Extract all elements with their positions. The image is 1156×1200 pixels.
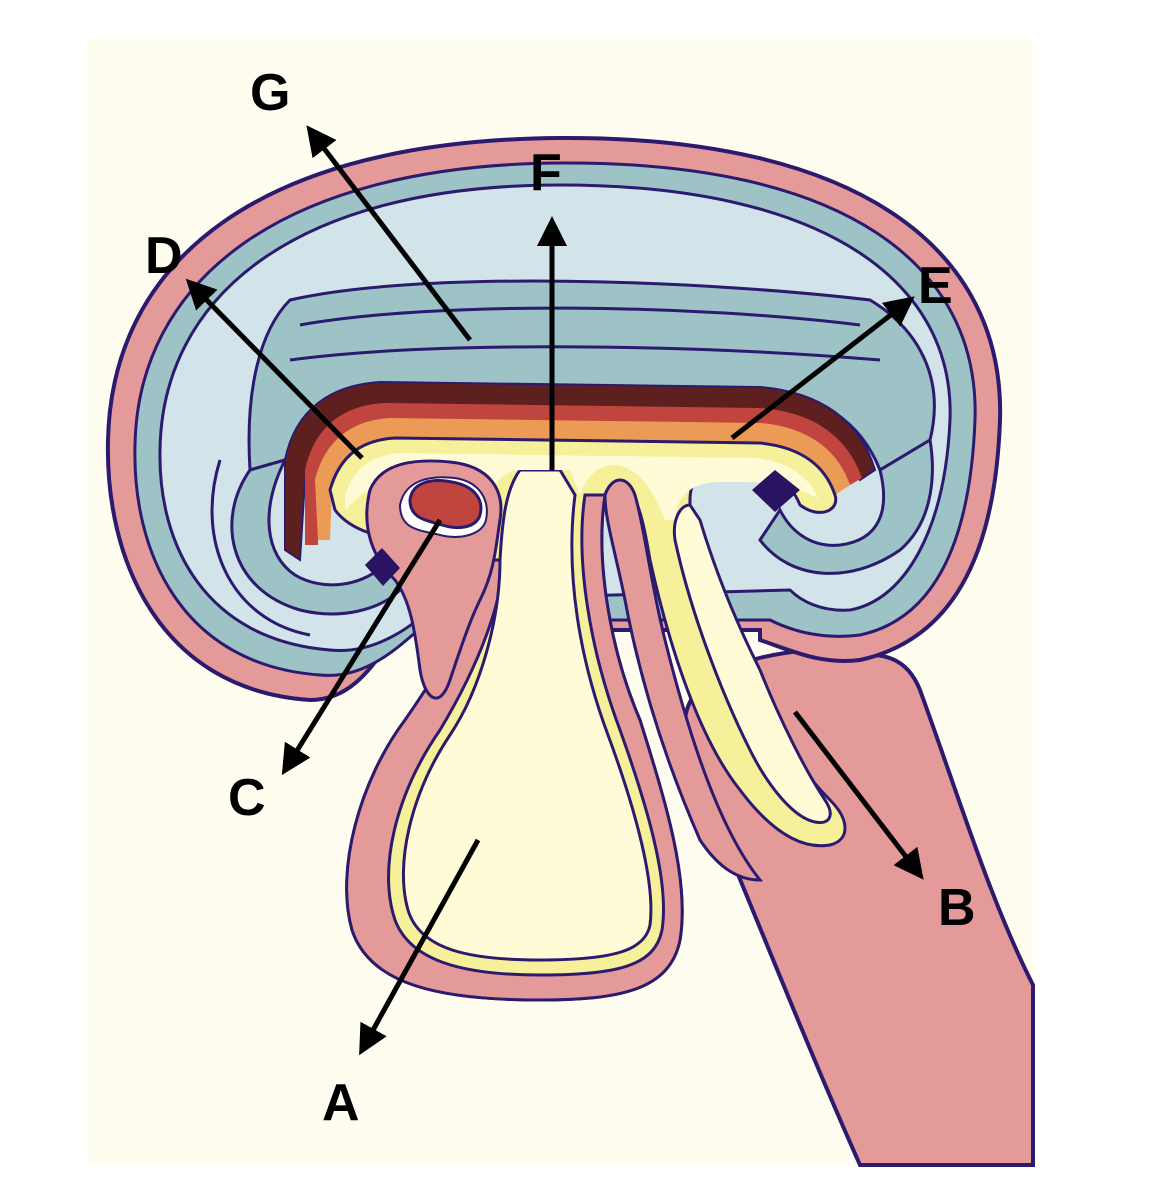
label-g: G (250, 64, 290, 122)
label-f: F (530, 144, 562, 202)
amnion-left-curl-line (210, 459, 311, 637)
right-embryo-block (752, 470, 800, 512)
arrow-a (359, 838, 481, 1056)
label-d: D (145, 227, 183, 285)
yolk-sac-cavity (401, 468, 653, 962)
label-b: B (938, 879, 976, 937)
arrow-c (281, 518, 443, 776)
heart (408, 479, 483, 529)
allantois (672, 503, 832, 825)
amnion-right-curl (758, 437, 934, 575)
amnion-band-line-2 (289, 345, 881, 362)
label-c: C (228, 769, 266, 827)
yolk-sac-wall (345, 493, 684, 1002)
arrow-e (730, 296, 915, 440)
arrow-g (306, 125, 472, 342)
arrow-b (793, 710, 924, 880)
amnion-band-line-1 (299, 306, 861, 327)
mesoderm-red-band (305, 403, 862, 545)
label-e: E (918, 257, 953, 315)
arrow-d (185, 278, 364, 460)
left-embryo-block (365, 548, 400, 586)
gut-septum (603, 478, 764, 882)
label-a: A (322, 1074, 360, 1132)
